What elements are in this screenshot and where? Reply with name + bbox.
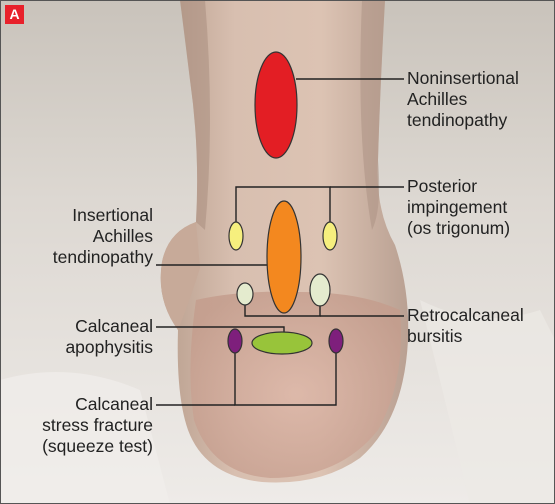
insertional-marker	[267, 201, 301, 313]
posterior-impingement-marker-left	[229, 222, 243, 250]
label-insertional: Insertional Achilles tendinopathy	[53, 205, 153, 268]
stress-fracture-marker-left	[228, 329, 242, 353]
label-retrocalcaneal: Retrocalcaneal bursitis	[407, 305, 524, 347]
stress-fracture-marker-right	[329, 329, 343, 353]
label-stress-fracture: Calcaneal stress fracture (squeeze test)	[42, 394, 153, 457]
label-noninsertional: Noninsertional Achilles tendinopathy	[407, 68, 519, 131]
label-posterior-impingement: Posterior impingement (os trigonum)	[407, 176, 510, 239]
posterior-impingement-marker-right	[323, 222, 337, 250]
retrocalcaneal-marker-left	[237, 283, 253, 305]
noninsertional-marker	[255, 52, 297, 158]
retrocalcaneal-marker-right	[310, 274, 330, 306]
apophysitis-marker	[252, 332, 312, 354]
panel-label: A	[5, 5, 24, 24]
label-apophysitis: Calcaneal apophysitis	[65, 316, 153, 358]
